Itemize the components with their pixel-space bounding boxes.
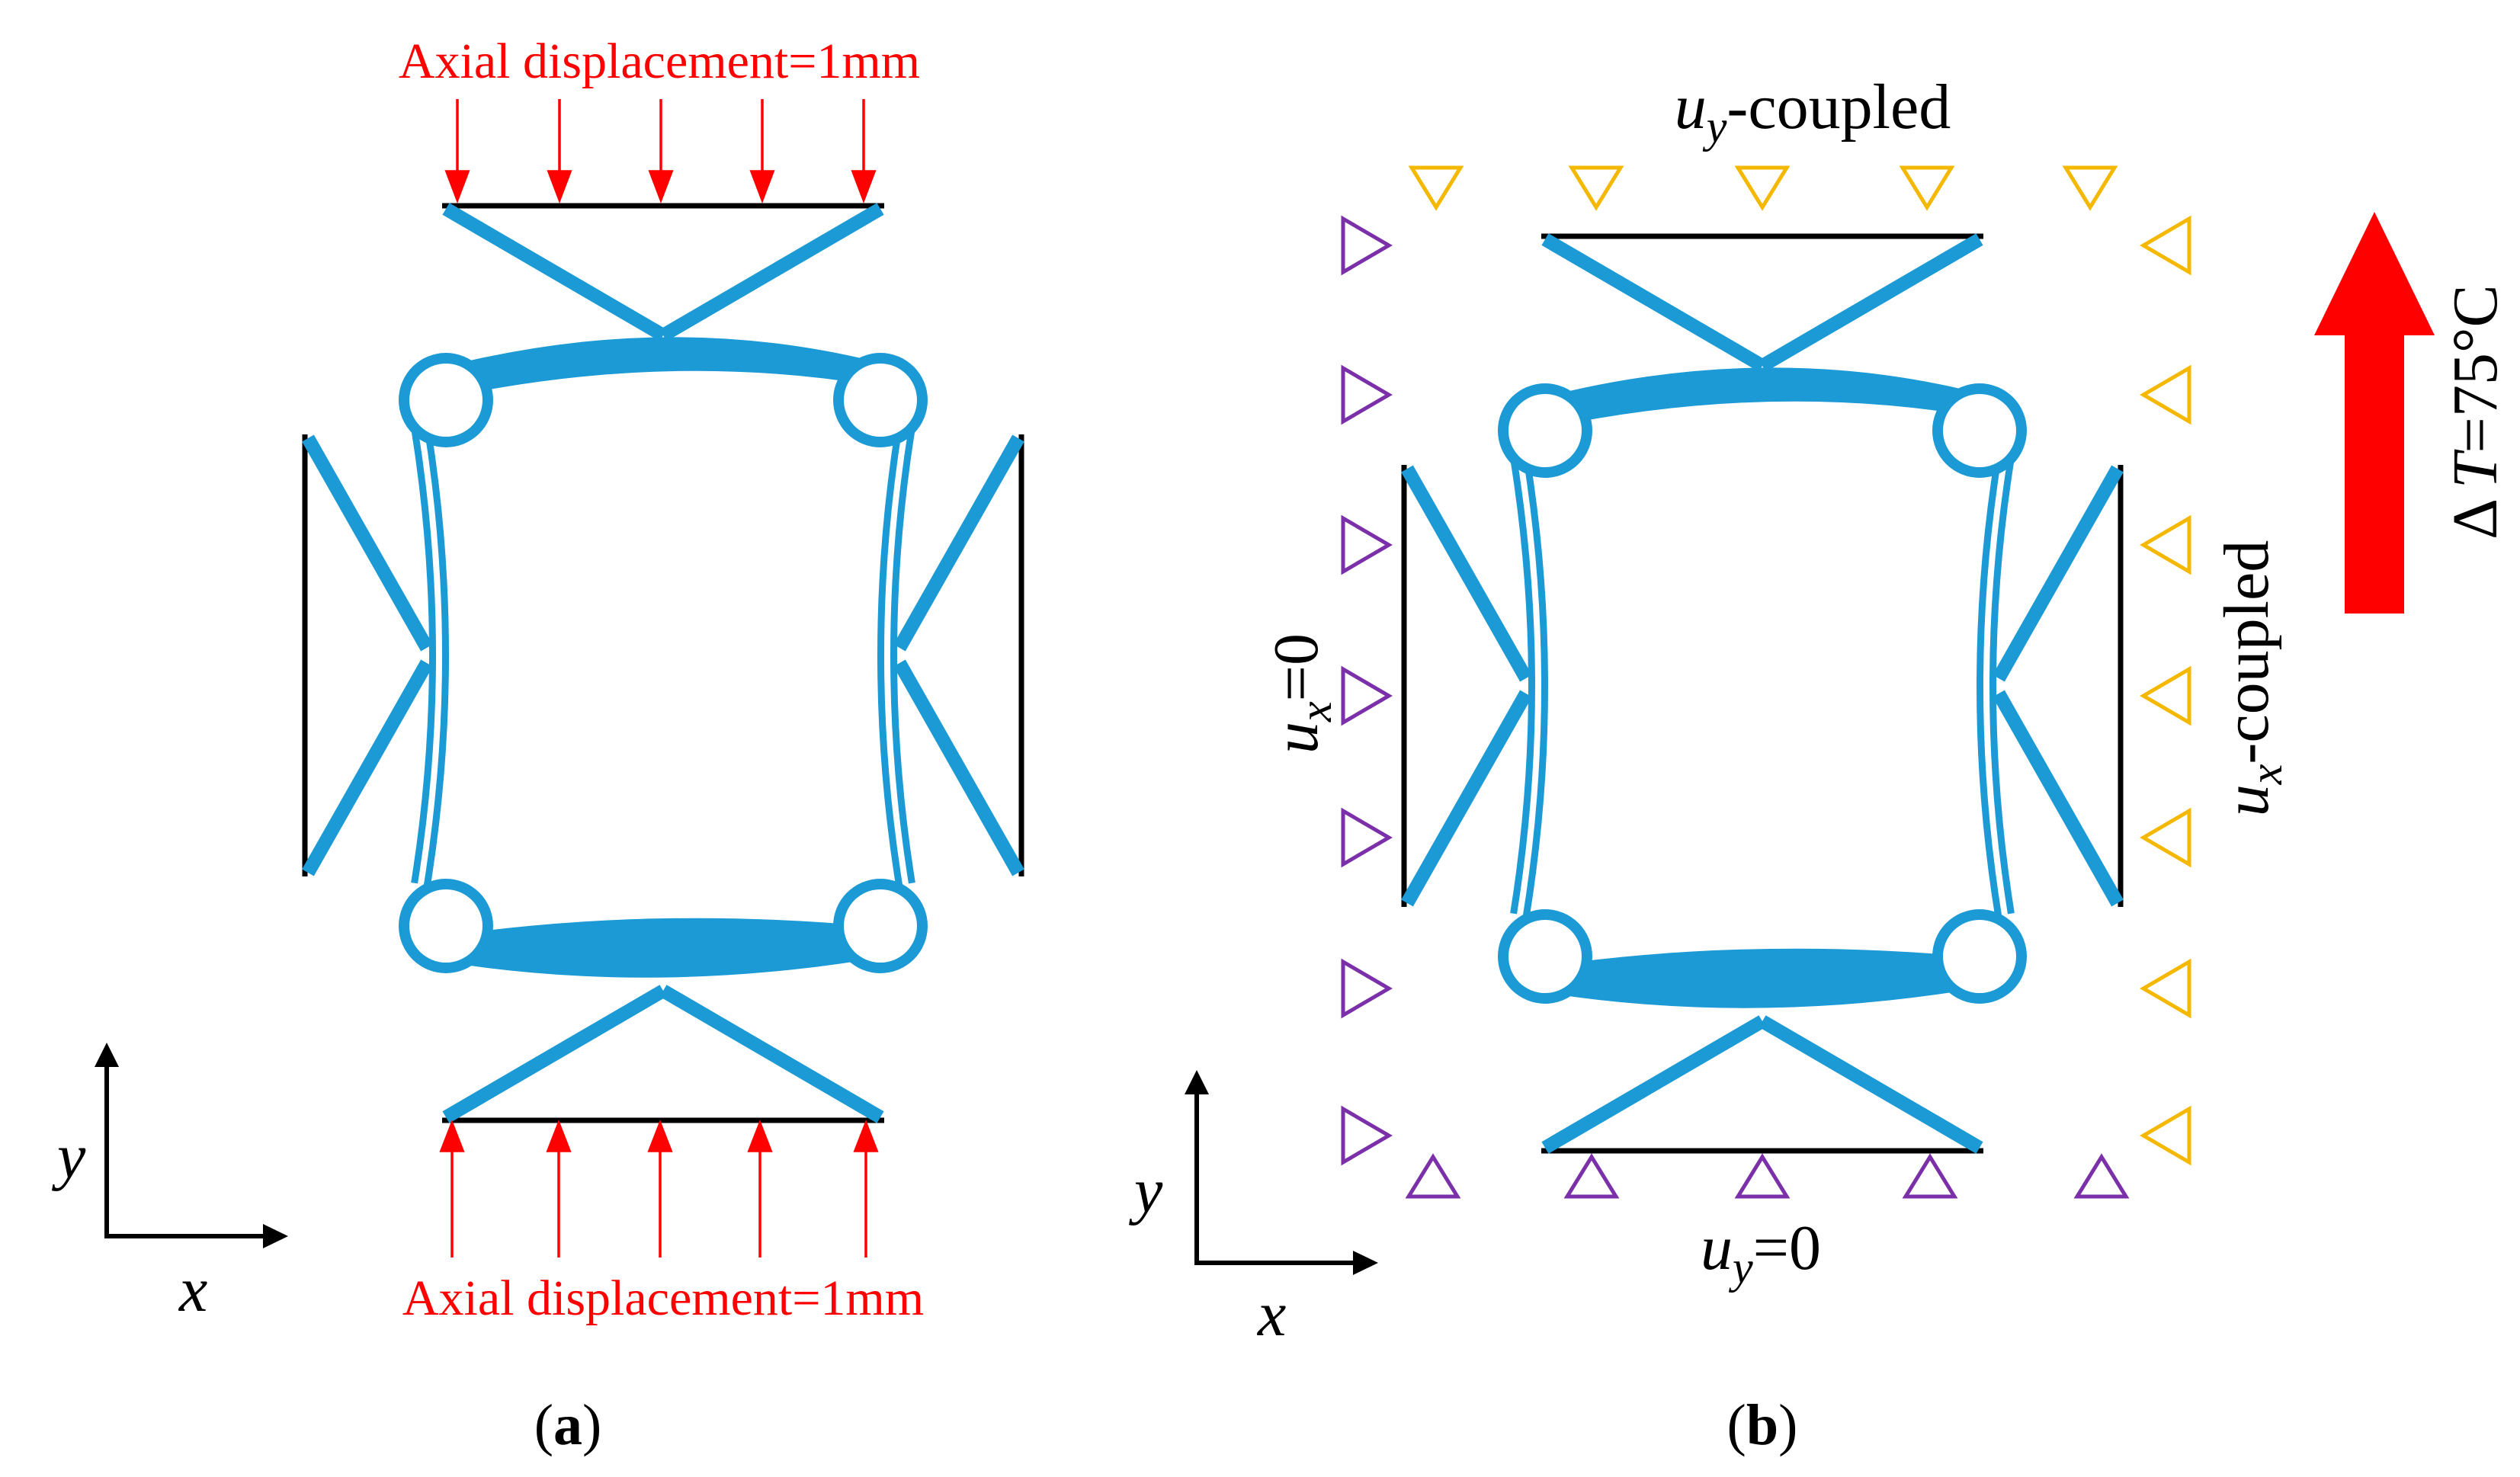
top-bc-label: uy-coupled [1675,72,1951,152]
top-coupled-supports [1408,165,2118,211]
triangle-outline-icon [2062,165,2118,211]
panel-label-b: (b) [1727,1393,1798,1457]
triangle-outline-icon [2140,215,2191,276]
triangle-outline-icon [1734,1153,1791,1199]
triangle-outline-icon [1341,665,1393,726]
arrow-down-icon [851,99,877,203]
triangle-outline-icon [2140,807,2191,868]
triangle-outline-icon [2140,1105,2191,1166]
left-bc-label: ux=0 [1261,633,1341,754]
triangle-outline-icon [2073,1153,2130,1199]
arrow-up-icon [546,1120,572,1258]
panel-a: Axial displacement=1mm Axial displacemen… [51,34,1021,1457]
left-fixed-supports [1341,215,1393,1166]
thick-arrow-up-icon [2314,212,2435,614]
bottom-load-label: Axial displacement=1mm [402,1270,924,1326]
arrow-down-icon [444,99,470,203]
axis-y-label: y [1128,1155,1163,1226]
axes-a: y x [51,1043,288,1325]
triangle-outline-icon [1408,165,1464,211]
right-bc-label-group: ux-coupled [2211,540,2291,817]
triangle-outline-icon [1341,958,1393,1019]
top-load-arrows [444,99,877,203]
axis-y-arrowhead-icon [95,1043,119,1067]
triangle-outline-icon [2140,514,2191,575]
triangle-outline-icon [1341,364,1393,425]
triangle-outline-icon [2140,665,2191,726]
bottom-load-arrows [439,1120,879,1258]
triangle-outline-icon [2140,958,2191,1019]
arrow-down-icon [648,99,674,203]
axes-b: y x [1128,1070,1378,1350]
triangle-outline-icon [1405,1153,1461,1199]
arrow-down-icon [749,99,775,203]
axis-x-label: x [1256,1279,1286,1350]
axis-y-arrowhead-icon [1185,1070,1209,1094]
triangle-outline-icon [1899,165,1955,211]
arrow-down-icon [547,99,572,203]
axis-y-label: y [51,1121,86,1192]
unit-cell-structure-b [1404,236,2121,1151]
triangle-outline-icon [1341,215,1393,276]
panel-label-a: (a) [534,1393,602,1457]
unit-cell-structure-a [305,206,1021,1120]
triangle-outline-icon [1341,807,1393,868]
triangle-outline-icon [2140,364,2191,425]
temperature-label-group: ∆T=75°C [2440,284,2511,538]
right-coupled-supports [2140,215,2191,1166]
temperature-label: ∆T=75°C [2440,284,2511,538]
arrow-up-icon [747,1120,773,1258]
arrow-up-icon [647,1120,673,1258]
left-bc-label-group: ux=0 [1261,633,1341,754]
arrow-up-icon [853,1120,879,1258]
arrow-up-icon [439,1120,465,1258]
axis-x-arrowhead-icon [263,1224,288,1248]
bottom-fixed-supports [1405,1153,2130,1199]
triangle-outline-icon [1341,1105,1393,1166]
axis-x-label: x [178,1254,207,1325]
axis-x-arrowhead-icon [1353,1251,1378,1275]
triangle-outline-icon [1734,165,1791,211]
triangle-outline-icon [1563,1153,1620,1199]
triangle-outline-icon [1902,1153,1958,1199]
bottom-bc-label: uy=0 [1701,1213,1821,1293]
top-load-label: Axial displacement=1mm [399,34,920,89]
triangle-outline-icon [1568,165,1624,211]
right-bc-label: ux-coupled [2211,540,2291,817]
panel-b: uy-coupled uy=0 ux=0 ux-coupled ∆T=75°C … [1128,72,2511,1457]
triangle-outline-icon [1341,514,1393,575]
